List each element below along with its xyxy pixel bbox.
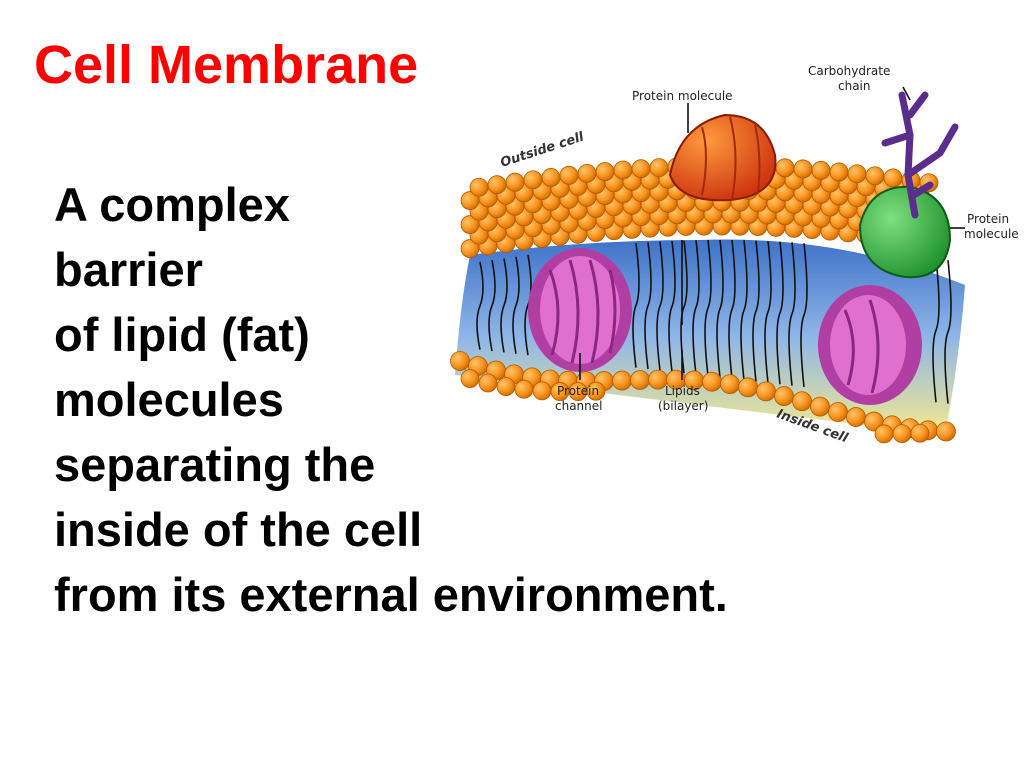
body-line: A complex	[54, 178, 290, 231]
lipid-tail	[776, 241, 784, 385]
lipid-head	[702, 371, 722, 392]
lipid-tail	[800, 243, 808, 388]
lipid-tail	[500, 258, 508, 353]
lipid-head	[586, 381, 606, 401]
lipid-tail	[788, 242, 796, 386]
lipid-head	[577, 163, 597, 183]
cell-membrane-diagram: Outside cell Inside cell Protein molecul…	[450, 64, 1019, 446]
lipid-head	[631, 159, 651, 179]
body-line: barrier	[54, 243, 203, 296]
lipid-tail	[740, 240, 748, 381]
lipid-head	[630, 370, 650, 390]
slide-title: Cell Membrane	[34, 35, 419, 95]
lipid-head	[828, 402, 848, 422]
carbohydrate-chain-label-line1: Carbohydrate	[808, 64, 890, 78]
lipid-head	[514, 379, 534, 399]
lipid-head	[532, 381, 552, 401]
lipid-head	[450, 351, 470, 371]
lipid-tail	[512, 256, 520, 354]
protein-molecule-top	[668, 113, 777, 202]
lipid-tails	[476, 239, 952, 404]
body-line: separating the	[54, 438, 376, 491]
lipid-tail	[680, 240, 688, 374]
lipid-head	[469, 177, 489, 197]
lipid-tail	[656, 241, 664, 371]
lipid-head	[505, 172, 525, 192]
lipid-head	[775, 158, 795, 178]
protein-right-pink	[818, 285, 922, 405]
lipid-head	[811, 160, 831, 180]
lipid-tail	[476, 261, 484, 350]
protein-channel-label-line2: channel	[555, 399, 602, 413]
protein-molecule-right	[858, 185, 952, 279]
lipid-head	[936, 421, 956, 442]
lipid-head	[774, 386, 794, 406]
protein-molecule-right-label-line1: Protein	[967, 212, 1009, 226]
lipid-tail	[764, 240, 772, 383]
lipid-head	[478, 373, 498, 393]
lipid-head	[847, 164, 867, 184]
lipid-head	[756, 381, 776, 402]
lipid-head	[865, 166, 885, 186]
lipid-tail	[728, 239, 736, 379]
lipid-head	[559, 165, 579, 185]
lipid-tail	[704, 239, 712, 377]
lipid-tail	[944, 260, 952, 404]
protein-channel-label-line1: Protein	[557, 384, 599, 398]
lipid-head	[829, 162, 849, 182]
body-line: of lipid (fat)	[54, 308, 310, 361]
lipid-head	[523, 170, 543, 190]
body-line: inside of the cell	[54, 503, 423, 556]
lipid-head	[738, 377, 758, 398]
lipid-head	[792, 391, 812, 412]
lipid-head	[846, 407, 866, 427]
lipid-head	[892, 424, 912, 444]
lipid-head	[649, 158, 669, 178]
lipid-head	[874, 424, 894, 444]
lipid-head	[720, 374, 740, 395]
lipid-tail	[644, 242, 652, 370]
lipid-head	[793, 159, 813, 179]
lipid-tail	[752, 240, 760, 382]
lipid-head	[810, 396, 830, 417]
lipid-tail	[692, 240, 700, 375]
lipid-tail	[716, 239, 724, 378]
body-line: molecules	[54, 373, 284, 426]
lipid-head	[460, 369, 480, 388]
outside-cell-label: Outside cell	[499, 130, 587, 171]
protein-molecule-top-label: Protein molecule	[632, 89, 733, 103]
lipid-head	[883, 168, 903, 188]
protein-molecule-right-label-line2: molecule	[964, 227, 1019, 241]
protein-channel-left	[528, 248, 632, 372]
lipid-tail	[524, 254, 532, 356]
lipid-head	[487, 175, 507, 195]
body-line: from its external environment.	[54, 568, 728, 621]
lipid-tail	[632, 243, 640, 368]
lipid-tail	[932, 258, 940, 403]
lipid-tail	[668, 240, 676, 372]
lipid-head	[613, 160, 633, 180]
lipid-head	[612, 370, 632, 391]
lipid-head	[910, 423, 930, 443]
lipid-head	[541, 168, 561, 187]
slide-body-text: A complex barrier of lipid (fat) molecul…	[54, 172, 728, 627]
inner-lipid-heads	[450, 351, 956, 444]
lipid-head	[496, 377, 516, 397]
lipid-tail	[488, 260, 496, 352]
lipids-label-line1: Lipids	[665, 384, 700, 398]
lipids-label-line2: (bilayer)	[658, 399, 708, 413]
lipid-head	[595, 162, 615, 181]
carbohydrate-chain	[881, 91, 959, 219]
carbohydrate-chain-label-line2: chain	[838, 79, 871, 93]
